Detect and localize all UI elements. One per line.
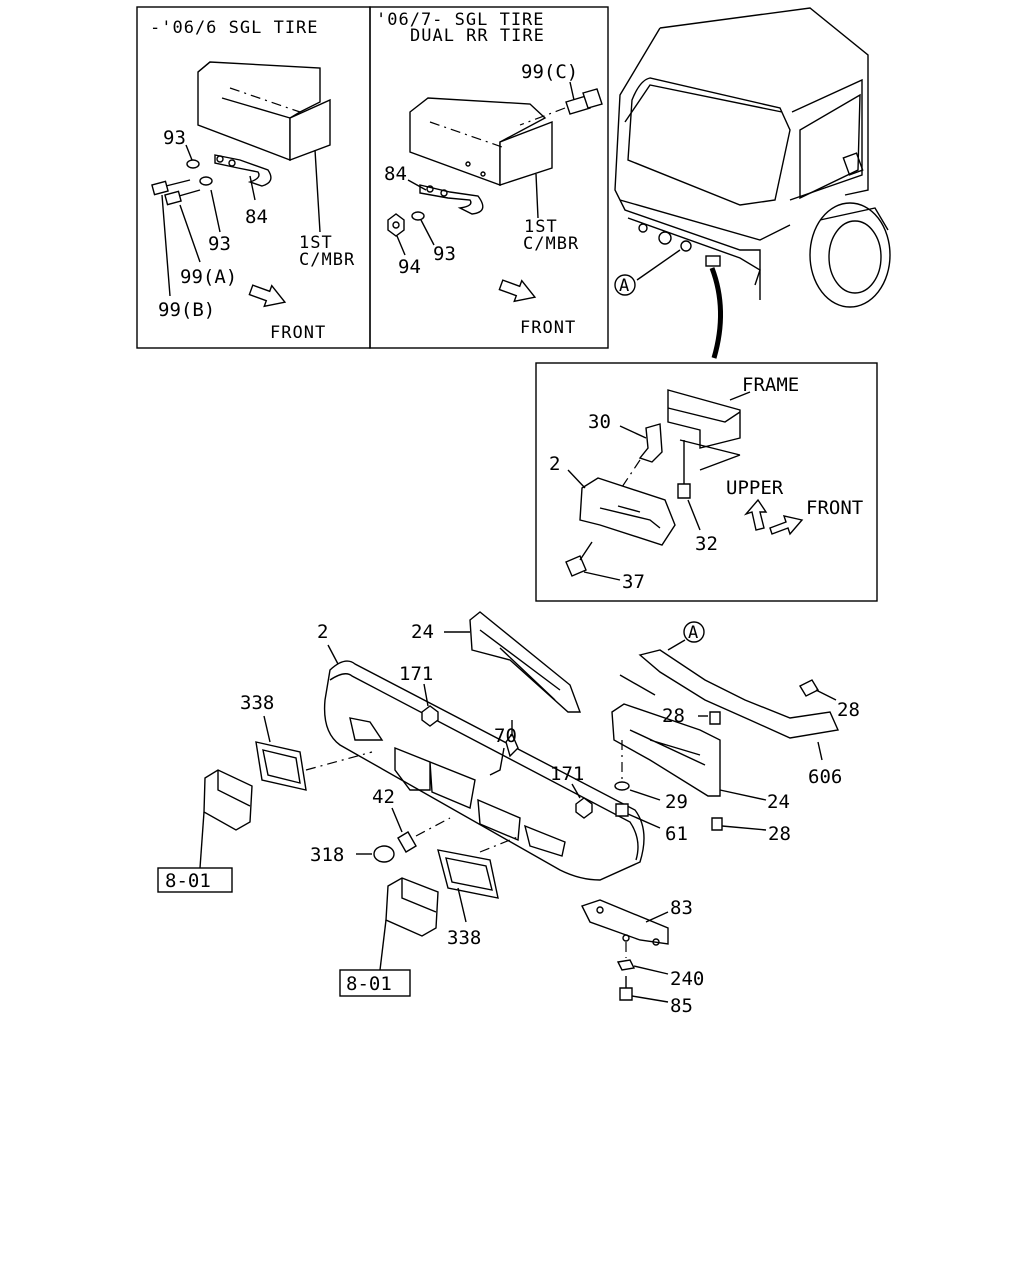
label-37: 37 — [622, 571, 645, 593]
hook-icon — [214, 154, 272, 187]
lamp-gasket-338-right — [437, 849, 499, 899]
detail-pointer — [709, 267, 723, 359]
bracket-24-upper — [469, 611, 582, 713]
label-24: 24 — [767, 791, 790, 813]
clip-70 — [505, 732, 519, 758]
lamp-gasket-338-left — [255, 741, 307, 791]
callout-a: A — [619, 276, 630, 296]
label-85: 85 — [670, 995, 693, 1017]
label-upper: UPPER — [726, 477, 784, 499]
label-28: 28 — [662, 705, 685, 727]
label-83: 83 — [670, 897, 693, 919]
label-front: FRONT — [270, 323, 326, 343]
inset-frame-mid — [369, 6, 609, 349]
bolt-icon — [799, 679, 819, 697]
bolt-icon — [677, 440, 691, 499]
label-99b: 99(B) — [158, 299, 215, 321]
label-606: 606 — [808, 766, 842, 788]
bolt-icon — [151, 179, 191, 196]
front-arrow-icon — [498, 279, 537, 303]
label-frame: FRAME — [742, 374, 799, 396]
label-28: 28 — [837, 699, 860, 721]
main-bumper-assembly: 2 24 A 606 28 24 28 28 — [157, 611, 860, 1017]
ref-box — [339, 969, 411, 997]
inset-detail-bracket: FRAME 30 2 32 37 UPPER FRONT — [535, 362, 878, 602]
front-bumper — [323, 660, 645, 881]
inset-title-late-1: '06/7- SGL TIRE — [376, 10, 545, 30]
side-lamp-left — [203, 769, 253, 831]
label-94: 94 — [398, 256, 421, 278]
inset-sgl-dual-tire-late: '06/7- SGL TIRE DUAL RR TIRE 99(C) 84 93… — [369, 6, 609, 349]
callout-a-marker — [614, 274, 636, 296]
nut-icon — [421, 705, 439, 727]
label-171: 171 — [399, 663, 433, 685]
label-338: 338 — [240, 692, 274, 714]
bracket-24-lower — [611, 703, 721, 797]
label-99a: 99(A) — [180, 266, 237, 288]
label-front: FRONT — [520, 318, 576, 338]
cross-member-left — [197, 61, 331, 162]
callout-a: A — [688, 623, 699, 643]
washer-icon — [186, 159, 200, 169]
label-171: 171 — [550, 763, 584, 785]
upper-arrow-icon — [743, 498, 768, 531]
inset-frame-left — [136, 6, 371, 349]
inset-title-late-2: DUAL RR TIRE — [410, 26, 545, 46]
inset-title-early: -'06/6 SGL TIRE — [150, 18, 319, 38]
ref-box — [157, 867, 233, 893]
bolt-icon — [565, 88, 603, 115]
label-84: 84 — [245, 206, 268, 228]
label-93: 93 — [163, 127, 186, 149]
label-42: 42 — [372, 786, 395, 808]
label-1st: 1ST — [524, 217, 558, 237]
inset-frame-detail — [535, 362, 878, 602]
label-cmbr: C/MBR — [523, 234, 579, 254]
label-99c: 99(C) — [521, 61, 578, 83]
bolt-icon — [615, 803, 629, 817]
label-1st: 1ST — [299, 233, 333, 253]
arm-606 — [638, 649, 840, 739]
label-2: 2 — [317, 621, 328, 643]
nut-icon — [575, 797, 593, 819]
washer-icon — [411, 211, 425, 221]
washer-icon — [616, 959, 636, 971]
bolt-icon — [619, 976, 633, 1001]
label-32: 32 — [695, 533, 718, 555]
washer-icon — [199, 176, 213, 186]
label-28: 28 — [768, 823, 791, 845]
ref-8-01: 8-01 — [346, 973, 392, 995]
label-93: 93 — [433, 243, 456, 265]
label-318: 318 — [310, 844, 344, 866]
nut-icon — [387, 213, 405, 237]
label-29: 29 — [665, 791, 688, 813]
inset-sgl-tire-early: -'06/6 SGL TIRE 93 93 84 99 — [136, 6, 371, 349]
bolt-icon — [397, 831, 417, 853]
truck-rear-view: A — [614, 7, 891, 359]
bolt-icon — [565, 541, 593, 577]
label-front: FRONT — [806, 497, 863, 519]
bracket-83 — [581, 899, 669, 945]
bolt-icon — [711, 817, 723, 831]
bolt-icon — [709, 711, 721, 725]
side-lamp-right — [385, 877, 439, 937]
label-84: 84 — [384, 163, 407, 185]
label-30: 30 — [588, 411, 611, 433]
label-240: 240 — [670, 968, 704, 990]
label-70: 70 — [494, 725, 517, 747]
label-61: 61 — [665, 823, 688, 845]
front-arrow-icon — [769, 515, 804, 536]
label-24: 24 — [411, 621, 434, 643]
washer-icon — [614, 781, 630, 791]
hook-icon — [419, 184, 484, 215]
plug-318 — [373, 845, 395, 863]
label-338: 338 — [447, 927, 481, 949]
label-2: 2 — [549, 453, 560, 475]
cross-member-mid — [409, 97, 553, 187]
label-cmbr: C/MBR — [299, 250, 355, 270]
label-93: 93 — [208, 233, 231, 255]
ref-8-01: 8-01 — [165, 870, 211, 892]
front-arrow-icon — [248, 284, 287, 308]
bolt-icon — [164, 189, 201, 206]
